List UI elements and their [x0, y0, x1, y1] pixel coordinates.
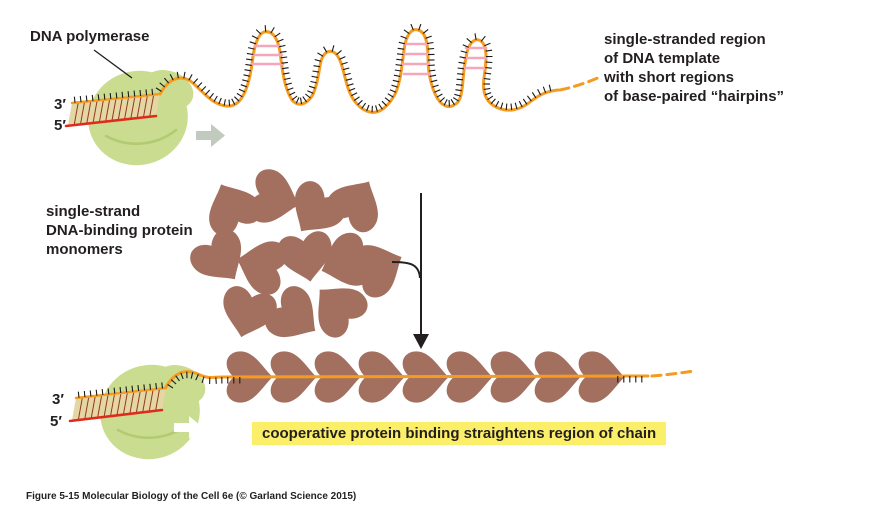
duplex-rungs: [73, 94, 155, 125]
bottom-row-art: [68, 351, 696, 460]
ladder-ticks-bottom: [77, 382, 164, 398]
five-prime-label-top: 5′: [54, 117, 66, 134]
strand-ticks: [155, 23, 552, 113]
merge-arrow: [391, 193, 429, 349]
ss-dna-template-strand: [158, 28, 560, 114]
gray-arrow-icon: [196, 124, 225, 147]
dna-polymerase-label: DNA polymerase: [30, 28, 150, 45]
ssb-label-line: single-strand: [46, 203, 141, 220]
template-strand-duplex-bottom: [74, 386, 168, 400]
duplex-rungs-bottom: [77, 388, 161, 420]
ssb-label-line: DNA-binding protein: [46, 222, 193, 239]
ssdna-region-line: with short regions: [604, 69, 735, 86]
top-row-art: [64, 23, 602, 166]
five-prime-label-bottom: 5′: [50, 413, 62, 430]
ssb-monomers-cluster: [184, 166, 413, 354]
three-prime-label-top: 3′: [54, 96, 66, 113]
ladder-ticks: [73, 88, 154, 103]
blob-crease: [104, 128, 178, 145]
ssdna-region-label: single-stranded region of DNA template w…: [604, 30, 784, 106]
middle-row-art: [184, 166, 429, 354]
primer-strand: [64, 114, 158, 128]
hairpin-basepairs: [250, 42, 488, 76]
strand-dashed-end-bottom: [650, 369, 696, 378]
figure-caption: Figure 5-15 Molecular Biology of the Cel…: [26, 491, 357, 502]
highlight-caption: cooperative protein binding straightens …: [252, 422, 667, 445]
strand-dashed-end: [558, 75, 602, 92]
primer-strand-bottom: [68, 408, 164, 423]
strand-ticks-bottom: [167, 371, 643, 389]
merge-branch: [391, 261, 421, 279]
ssdna-region-line: single-stranded region: [604, 31, 766, 48]
ssb-label-line: monomers: [46, 241, 123, 258]
primer-template-duplex: [64, 92, 162, 128]
ssdna-region-line: of base-paired “hairpins”: [604, 88, 785, 105]
three-prime-label-bottom: 3′: [52, 391, 64, 408]
ssdna-region-line: of DNA template: [604, 50, 721, 67]
down-arrow-head: [413, 334, 429, 349]
label-pointer-line: [93, 49, 133, 79]
ssb-monomers-label: single-strand DNA-binding protein monome…: [46, 202, 193, 259]
primer-template-duplex-bottom: [68, 386, 168, 423]
